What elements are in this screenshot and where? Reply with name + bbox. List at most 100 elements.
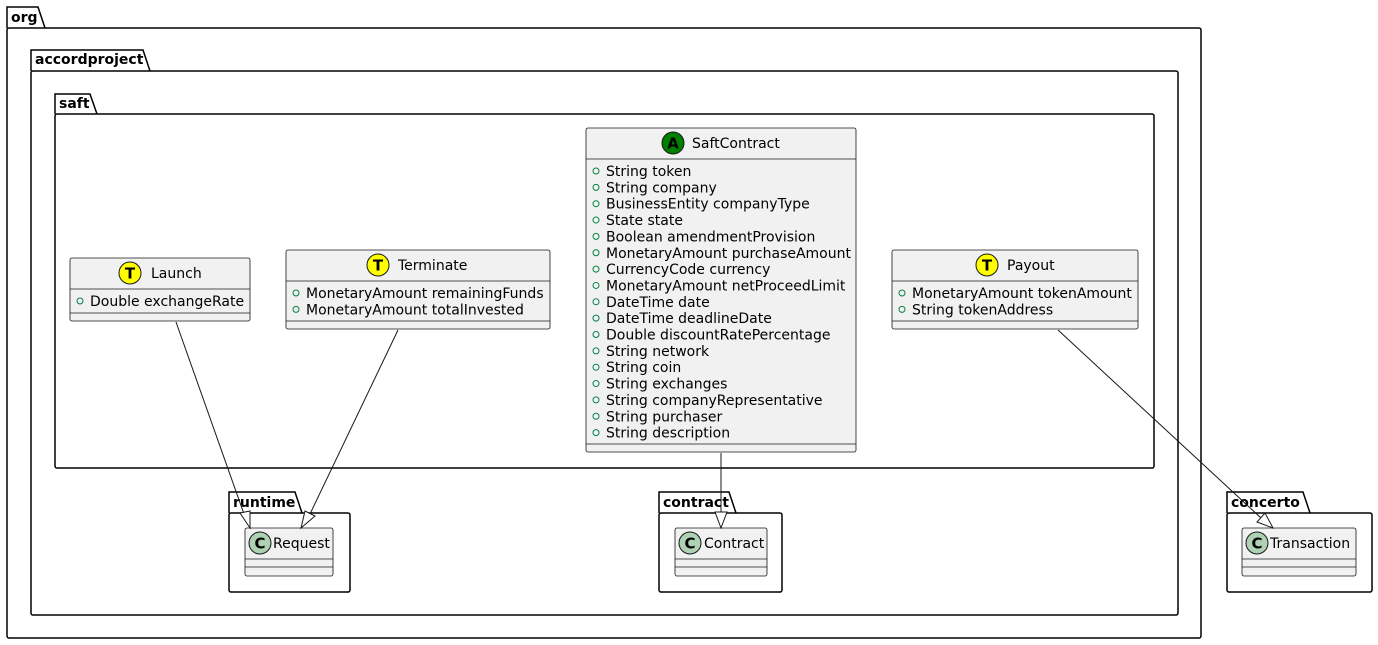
class-field: String companyRepresentative — [606, 393, 823, 409]
stereotype-letter: A — [667, 135, 679, 153]
package-org-frame — [6, 27, 1202, 639]
class-name: Payout — [1007, 258, 1055, 274]
public-visibility-icon — [592, 249, 600, 257]
class-launch-box — [69, 257, 251, 322]
transaction-stereotype-icon — [118, 261, 142, 285]
public-visibility-icon — [592, 380, 600, 388]
package-concerto-label: concerto — [1231, 495, 1300, 511]
class-field: MonetaryAmount tokenAmount — [912, 286, 1132, 302]
class-terminate: T Terminate MonetaryAmount remainingFund… — [285, 249, 551, 330]
inheritance-arrowhead — [1256, 512, 1275, 529]
class-saftcontract-box — [585, 127, 857, 453]
public-visibility-icon — [898, 305, 906, 313]
abstract-stereotype-icon — [661, 131, 685, 155]
public-visibility-icon — [592, 429, 600, 437]
package-org-tab — [6, 6, 46, 29]
class-field: CurrencyCode currency — [606, 262, 770, 278]
inheritance-arrowhead — [300, 510, 316, 530]
public-visibility-icon — [592, 200, 600, 208]
class-field: Double discountRatePercentage — [606, 328, 831, 344]
public-visibility-icon — [592, 298, 600, 306]
public-visibility-icon — [592, 331, 600, 338]
class-stereotype-icon — [1245, 531, 1269, 555]
package-accordproject-label: accordproject — [35, 52, 144, 68]
class-field: MonetaryAmount purchaseAmount — [606, 246, 851, 262]
package-saft: saft — [54, 93, 1155, 469]
package-concerto-frame — [1226, 512, 1373, 593]
stereotype-letter: T — [125, 265, 136, 283]
class-field: MonetaryAmount remainingFunds — [306, 286, 544, 302]
package-saft-frame — [54, 113, 1155, 469]
field-list: Double exchangeRate — [76, 294, 244, 310]
class-stereotype-icon — [678, 531, 702, 555]
class-name: SaftContract — [692, 136, 780, 152]
edge-launch-request — [175, 321, 251, 530]
package-runtime-frame — [228, 512, 351, 593]
class-transaction-box — [1241, 527, 1357, 577]
package-concerto: concerto — [1226, 491, 1373, 593]
public-visibility-icon — [898, 289, 906, 297]
stereotype-letter: T — [373, 257, 384, 275]
inheritance-line — [175, 321, 245, 515]
class-field: String network — [606, 344, 710, 360]
class-field: Boolean amendmentProvision — [606, 229, 815, 245]
public-visibility-icon — [292, 289, 300, 297]
class-field: String token — [606, 164, 691, 180]
stereotype-letter: C — [684, 535, 695, 553]
class-payout: T Payout MonetaryAmount tokenAmountStrin… — [891, 249, 1139, 330]
class-name: Contract — [704, 536, 765, 552]
class-name: Request — [273, 536, 330, 552]
class-field: MonetaryAmount netProceedLimit — [606, 278, 846, 294]
package-org-label: org — [11, 10, 38, 26]
class-request: C Request — [244, 527, 334, 577]
public-visibility-icon — [592, 281, 600, 289]
package-accordproject-frame — [30, 70, 1179, 616]
class-field: State state — [606, 213, 683, 229]
class-transaction: C Transaction — [1241, 527, 1357, 577]
inheritance-arrowhead — [239, 510, 251, 530]
class-field: String tokenAddress — [912, 302, 1053, 318]
edge-saftcontract-contract — [714, 453, 728, 530]
class-field: String coin — [606, 360, 681, 376]
class-payout-box — [891, 249, 1139, 330]
public-visibility-icon — [592, 183, 600, 191]
class-stereotype-icon — [248, 531, 272, 555]
package-saft-label: saft — [59, 96, 90, 112]
package-org: org — [6, 6, 1202, 639]
public-visibility-icon — [292, 305, 300, 313]
class-name: Transaction — [1269, 536, 1350, 552]
package-contract: contract — [658, 491, 783, 593]
inheritance-line — [1057, 329, 1262, 519]
class-launch: T Launch Double exchangeRate — [69, 257, 251, 322]
package-saft-tab — [54, 93, 98, 115]
class-field: DateTime deadlineDate — [606, 311, 772, 327]
public-visibility-icon — [592, 363, 600, 371]
class-field: Double exchangeRate — [90, 294, 244, 310]
class-field: BusinessEntity companyType — [606, 197, 810, 213]
edge-payout-transaction — [1057, 329, 1275, 529]
stereotype-letter: C — [1251, 535, 1262, 553]
inheritance-arrowhead — [714, 511, 728, 530]
stereotype-letter: T — [982, 257, 993, 275]
class-field: DateTime date — [606, 295, 710, 311]
stereotype-letter: C — [254, 535, 265, 553]
package-contract-tab — [658, 491, 737, 514]
class-field: String purchaser — [606, 409, 722, 425]
transaction-stereotype-icon — [366, 253, 390, 277]
public-visibility-icon — [592, 167, 600, 175]
public-visibility-icon — [592, 314, 600, 322]
class-field: String exchanges — [606, 377, 727, 393]
edge-terminate-request — [300, 329, 399, 530]
inheritance-line — [309, 329, 399, 515]
public-visibility-icon — [592, 396, 600, 404]
field-list: MonetaryAmount remainingFundsMonetaryAmo… — [292, 286, 544, 318]
public-visibility-icon — [592, 232, 600, 240]
class-field: String company — [606, 180, 717, 196]
class-name: Launch — [151, 266, 202, 282]
class-field: String description — [606, 426, 730, 442]
package-runtime-label: runtime — [233, 495, 295, 511]
